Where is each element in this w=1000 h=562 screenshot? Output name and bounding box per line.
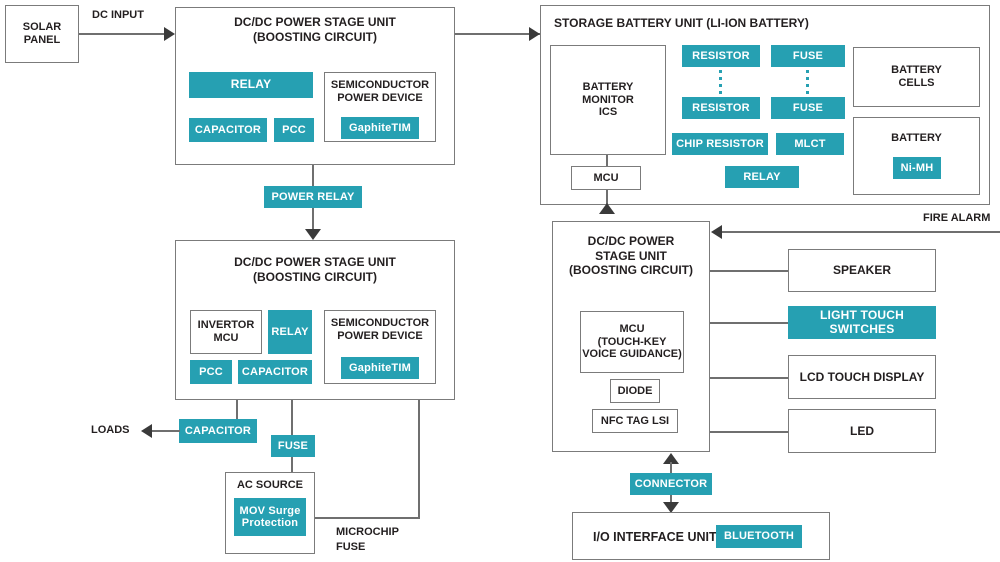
resistor-dotted-connector [719,70,722,96]
battery-title: BATTERY [891,132,942,144]
speaker-connector-line [710,270,789,272]
diode-label: DIODE [617,384,653,397]
led-connector-line [710,431,789,433]
battery-cells-label: BATTERY CELLS [891,64,942,89]
dcdc-top-to-storage-line [455,33,540,35]
output-fuse-chip[interactable]: FUSE [271,435,315,457]
peripheral-led[interactable]: LED [788,409,936,453]
connector-line-upper [670,462,672,473]
nfc-tag-lsi-box[interactable]: NFC TAG LSI [592,409,678,433]
io-interface-unit-title: I/O INTERFACE UNIT [593,530,717,544]
peripheral-led-label: LED [850,423,874,438]
dcdc-bottom-semiconductor-title: SEMICONDUCTOR POWER DEVICE [330,317,430,343]
fire-alarm-line [722,231,1000,233]
storage-mcu-box[interactable]: MCU [571,166,641,190]
dc-input-line [79,33,165,35]
battery-box[interactable] [853,117,980,195]
fuse-bottom-chip[interactable]: FUSE [771,97,845,119]
power-relay-arrowhead [305,229,321,240]
lcd-touch-display-connector-line [710,377,789,379]
power-relay-line-upper [312,165,314,186]
fuse-branch-line-lower [291,457,293,472]
dcdc-top-title: DC/DC POWER STAGE UNIT (BOOSTING CIRCUIT… [234,15,396,44]
mov-surge-protection-chip[interactable]: MOV Surge Protection [234,498,306,536]
dcdc-bottom-title: DC/DC POWER STAGE UNIT (BOOSTING CIRCUIT… [234,255,396,284]
dcdc-bottom-pcc-chip[interactable]: PCC [190,360,232,384]
mlct-chip[interactable]: MLCT [776,133,844,155]
solar-panel-box[interactable]: SOLAR PANEL [5,5,79,63]
fire-alarm-arrowhead [711,225,722,239]
dcdc-top-graphitetim-chip[interactable]: GaphiteTIM [341,117,419,139]
storage-battery-unit-title: STORAGE BATTERY UNIT (LI-ION BATTERY) [554,16,809,30]
resistor-bottom-chip[interactable]: RESISTOR [682,97,760,119]
loads-arrowhead [141,424,152,438]
invertor-mcu-label: INVERTOR MCU [197,319,255,344]
loads-label: LOADS [91,424,130,436]
power-relay-line-lower [312,208,314,231]
storage-mcu-down-line [606,190,608,211]
loads-line [152,430,180,432]
capacitor-branch-line [236,400,238,419]
fuse-branch-line-upper [291,400,293,435]
dcdc-top-pcc-chip[interactable]: PCC [274,118,314,142]
dcdc-bottom-graphitetim-chip[interactable]: GaphiteTIM [341,357,419,379]
diode-box[interactable]: DIODE [610,379,660,403]
dcdc-top-semiconductor-title: SEMICONDUCTOR POWER DEVICE [330,79,430,105]
battery-monitor-ics-box[interactable]: BATTERY MONITOR ICS [550,45,666,155]
invertor-mcu-box[interactable]: INVERTOR MCU [190,310,262,354]
connector-chip[interactable]: CONNECTOR [630,473,712,495]
fuse-top-chip[interactable]: FUSE [771,45,845,67]
battery-cells-box[interactable]: BATTERY CELLS [853,47,980,107]
microchip-fuse-label: MICROCHIP FUSE [336,526,399,553]
peripheral-lcd-touch-display[interactable]: LCD TOUCH DISPLAY [788,355,936,399]
control-mcu-box[interactable]: MCU (TOUCH-KEY VOICE GUIDANCE) [580,311,684,373]
battery-monitor-ics-label: BATTERY MONITOR ICS [582,80,634,119]
microchip-fuse-line-horizontal [315,517,420,519]
dcdc-bottom-relay-chip[interactable]: RELAY [268,310,312,354]
storage-mcu-arrowhead [599,203,615,214]
peripheral-light-touch-switches[interactable]: LIGHT TOUCH SWITCHES [788,306,936,339]
dcdc-bottom-capacitor-chip[interactable]: CAPACITOR [238,360,312,384]
chip-resistor-chip[interactable]: CHIP RESISTOR [672,133,768,155]
control-dcdc-title: DC/DC POWER STAGE UNIT (BOOSTING CIRCUIT… [569,234,693,278]
peripheral-lcd-touch-display-label: LCD TOUCH DISPLAY [799,369,925,384]
peripheral-speaker[interactable]: SPEAKER [788,249,936,292]
power-relay-chip[interactable]: POWER RELAY [264,186,362,208]
nfc-tag-lsi-label: NFC TAG LSI [600,414,670,427]
peripheral-light-touch-switches-label: LIGHT TOUCH SWITCHES [820,308,904,336]
connector-down-arrowhead [663,502,679,513]
dc-input-arrowhead [164,27,175,41]
connector-up-arrowhead [663,453,679,464]
ac-source-title: AC SOURCE [236,479,303,491]
battery-monitor-to-mcu-line [606,155,608,166]
dcdc-top-to-storage-arrowhead [529,27,540,41]
light-touch-switches-connector-line [710,322,789,324]
solar-panel-label: SOLAR PANEL [22,21,62,46]
microchip-fuse-line-vertical [418,400,420,518]
fuse-dotted-connector [806,70,809,96]
dcdc-top-relay-chip[interactable]: RELAY [189,72,313,98]
connector-line-lower [670,495,672,504]
ni-mh-chip[interactable]: Ni-MH [893,157,941,179]
storage-relay-chip[interactable]: RELAY [725,166,799,188]
control-mcu-label: MCU (TOUCH-KEY VOICE GUIDANCE) [582,322,682,361]
dc-input-label: DC INPUT [92,9,144,21]
fire-alarm-label: FIRE ALARM [923,212,991,224]
peripheral-speaker-label: SPEAKER [832,263,891,278]
io-interface-unit-box[interactable] [572,512,830,560]
storage-mcu-label: MCU [593,171,619,184]
resistor-top-chip[interactable]: RESISTOR [682,45,760,67]
dcdc-top-capacitor-chip[interactable]: CAPACITOR [189,118,267,142]
output-capacitor-chip[interactable]: CAPACITOR [179,419,257,443]
bluetooth-chip[interactable]: BLUETOOTH [716,525,802,548]
